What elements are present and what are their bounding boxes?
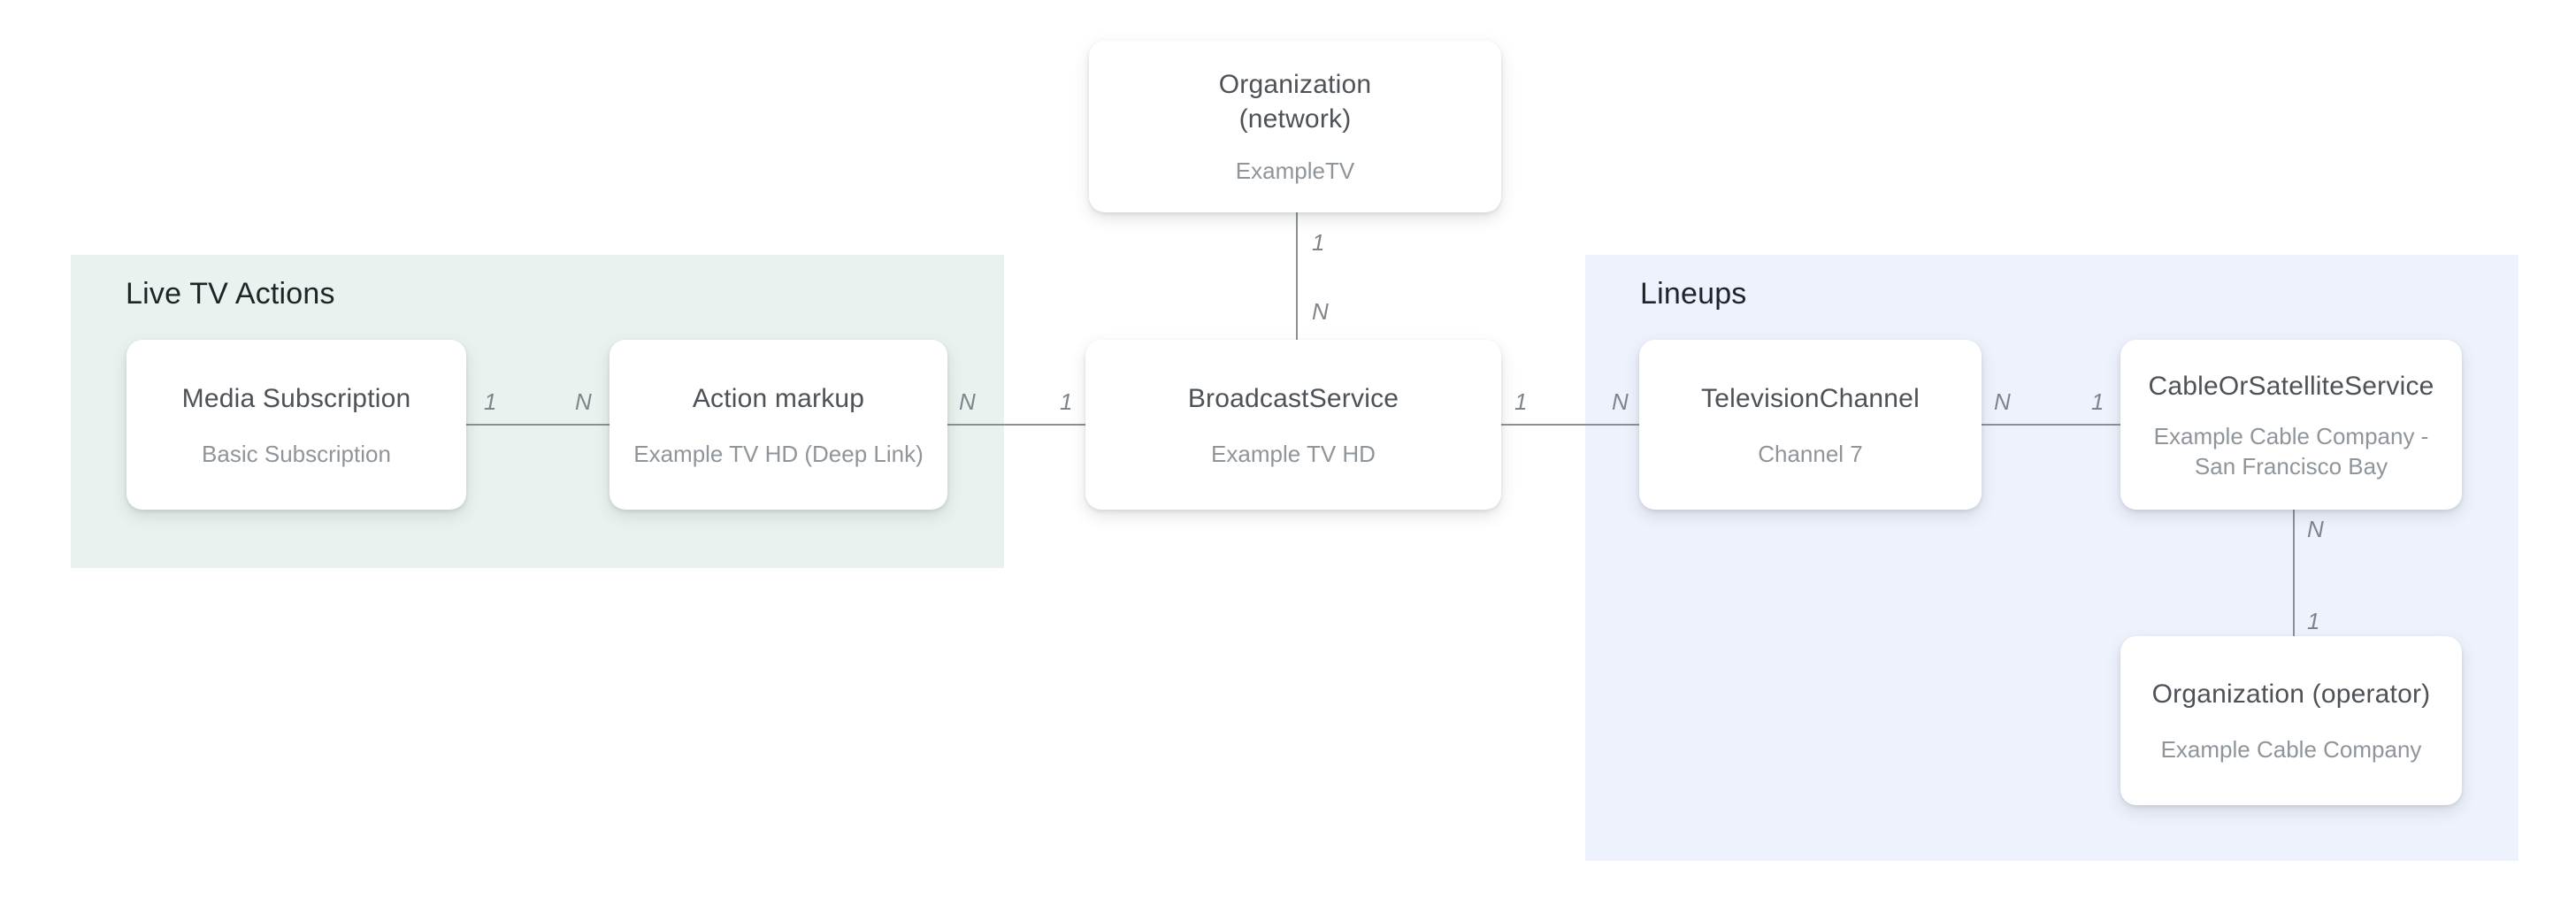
node-subtitle: Example Cable Company — [2160, 736, 2422, 763]
connector-broadcast-to-television-channel — [1501, 424, 1639, 426]
node-television-channel: TelevisionChannel Channel 7 — [1639, 340, 1982, 510]
cardinality-label: N — [959, 388, 976, 415]
cardinality-label: N — [1312, 298, 1329, 325]
node-organization-network: Organization (network) ExampleTV — [1089, 41, 1501, 212]
node-title: Organization (network) — [1218, 70, 1372, 134]
cardinality-label: N — [1612, 388, 1629, 415]
node-title: CableOrSatelliteService — [2148, 371, 2434, 401]
connector-television-channel-to-cable-service — [1982, 424, 2120, 426]
cardinality-label: 1 — [1312, 229, 1325, 256]
live-tv-actions-region-label: Live TV Actions — [126, 277, 335, 311]
node-media-subscription: Media Subscription Basic Subscription — [126, 340, 466, 510]
node-subtitle: ExampleTV — [1235, 157, 1355, 184]
cardinality-label: N — [575, 388, 592, 415]
node-subtitle: Example Cable Company - San Francisco Ba… — [2153, 422, 2429, 480]
cardinality-label: 1 — [2307, 608, 2320, 634]
cardinality-label: N — [1994, 388, 2011, 415]
node-subtitle: Channel 7 — [1758, 440, 1863, 467]
node-subtitle: Example TV HD (Deep Link) — [633, 440, 924, 467]
node-subtitle: Basic Subscription — [202, 440, 391, 467]
cardinality-label: 1 — [1514, 388, 1528, 415]
connector-media-subscription-to-action-markup — [466, 424, 610, 426]
cardinality-label: N — [2307, 516, 2324, 542]
node-action-markup: Action markup Example TV HD (Deep Link) — [610, 340, 947, 510]
node-title: Organization (operator) — [2151, 680, 2431, 709]
cardinality-label: 1 — [484, 388, 497, 415]
connector-action-markup-to-broadcast — [947, 424, 1085, 426]
node-title: Media Subscription — [181, 383, 411, 413]
node-cable-or-satellite-service: CableOrSatelliteService Example Cable Co… — [2120, 340, 2462, 510]
connector-cable-service-to-operator — [2293, 510, 2295, 636]
node-title: TelevisionChannel — [1701, 383, 1920, 413]
node-organization-operator: Organization (operator) Example Cable Co… — [2120, 636, 2462, 805]
node-broadcast-service: BroadcastService Example TV HD — [1085, 340, 1501, 510]
connector-network-to-broadcast — [1296, 212, 1298, 340]
node-title: Action markup — [692, 383, 865, 413]
node-subtitle: Example TV HD — [1211, 440, 1376, 467]
lineups-region-label: Lineups — [1640, 277, 1747, 311]
cardinality-label: 1 — [2091, 388, 2104, 415]
node-title: BroadcastService — [1187, 383, 1399, 413]
cardinality-label: 1 — [1060, 388, 1073, 415]
